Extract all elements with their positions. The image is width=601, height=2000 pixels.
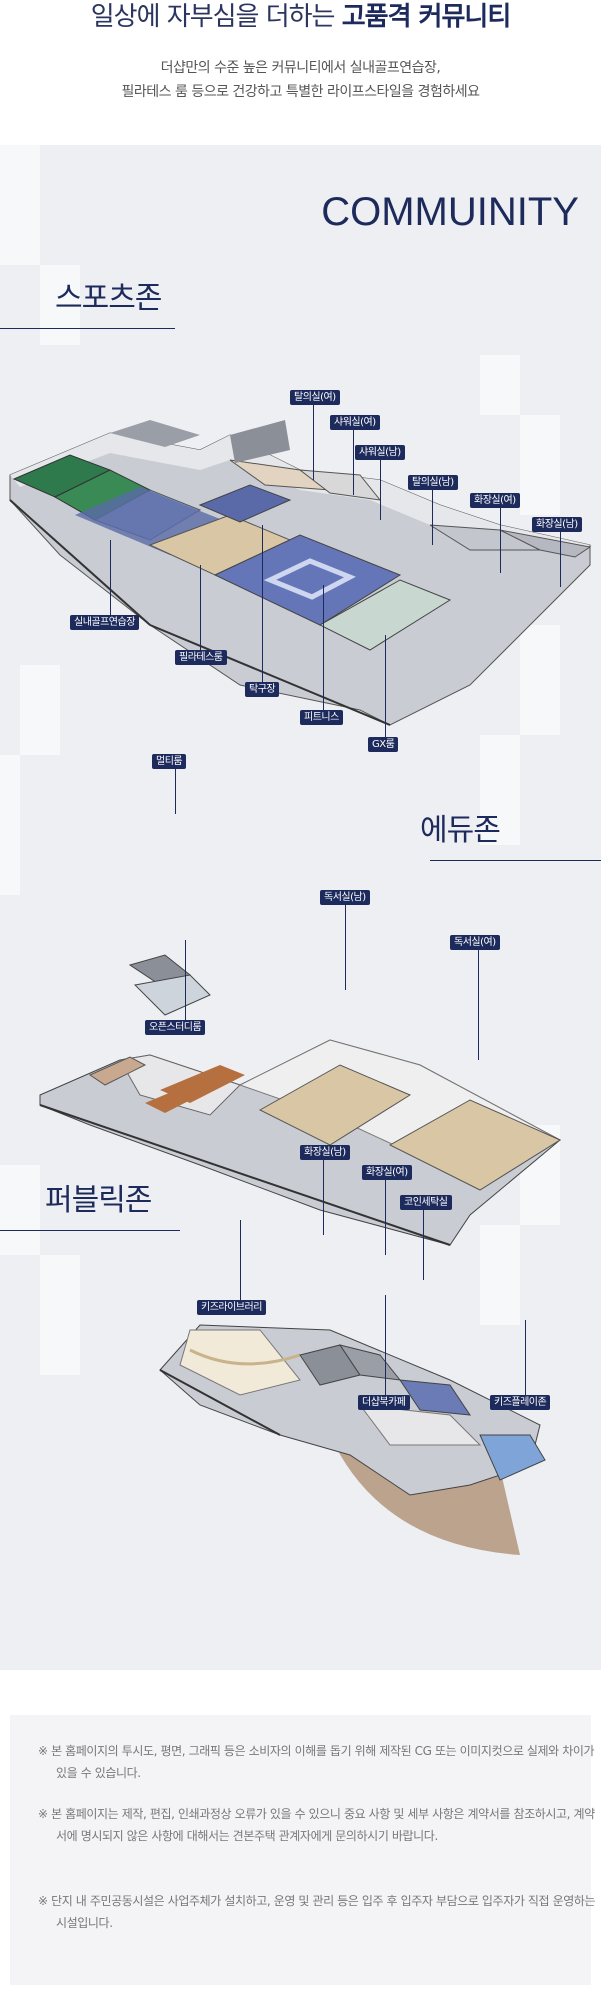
label-table-tennis[interactable]: 탁구장 bbox=[245, 682, 280, 697]
page-title: 일상에 자부심을 더하는 고품격 커뮤니티 bbox=[0, 0, 601, 34]
kids-play-floor bbox=[479, 1434, 546, 1481]
bg-square bbox=[520, 625, 560, 735]
fitness-floor bbox=[213, 534, 402, 626]
leader-line bbox=[323, 585, 324, 710]
zone-title-underline bbox=[0, 328, 175, 329]
wall-edge bbox=[39, 1104, 451, 1246]
subtitle-line-1: 더샵만의 수준 높은 커뮤니티에서 실내골프연습장, bbox=[160, 60, 441, 76]
label-pilates[interactable]: 필라테스룸 bbox=[175, 650, 227, 665]
bg-square bbox=[20, 665, 60, 755]
label-locker-women[interactable]: 탈의실(여) bbox=[290, 390, 340, 405]
leader-line bbox=[525, 1320, 526, 1395]
wall-edge bbox=[159, 1369, 281, 1436]
label-fitness[interactable]: 피트니스 bbox=[300, 710, 343, 725]
label-shower-women[interactable]: 샤워실(여) bbox=[330, 415, 380, 430]
label-kids-library[interactable]: 키즈라이브러리 bbox=[197, 1300, 266, 1315]
label-gx-room[interactable]: GX룸 bbox=[368, 737, 399, 752]
leader-line bbox=[560, 532, 561, 587]
label-shower-men[interactable]: 샤워실(남) bbox=[355, 445, 405, 460]
label-locker-men[interactable]: 탈의실(남) bbox=[408, 475, 458, 490]
label-restroom-men[interactable]: 화장실(남) bbox=[532, 517, 582, 532]
leader-line bbox=[313, 405, 314, 480]
bg-square bbox=[480, 355, 520, 415]
leader-line bbox=[110, 540, 111, 615]
label-public-restroom-women[interactable]: 화장실(여) bbox=[362, 1165, 412, 1180]
side-room bbox=[88, 1056, 147, 1086]
bg-square bbox=[520, 415, 560, 515]
label-public-restroom-men[interactable]: 화장실(남) bbox=[300, 1145, 350, 1160]
bg-square bbox=[480, 735, 520, 845]
title-bold: 고품격 커뮤니티 bbox=[341, 2, 511, 32]
edu-zone-floorplan bbox=[39, 954, 562, 1246]
label-indoor-golf[interactable]: 실내골프연습장 bbox=[70, 615, 139, 630]
zone-title-sports: 스포츠존 bbox=[55, 281, 162, 316]
public-zone-floorplan bbox=[159, 1324, 546, 1555]
zone-title-underline bbox=[430, 860, 601, 861]
label-reading-men[interactable]: 독서실(남) bbox=[320, 890, 370, 905]
leader-line bbox=[323, 1160, 324, 1235]
sports-slab-top bbox=[10, 433, 590, 555]
leader-line bbox=[500, 508, 501, 573]
bg-square bbox=[0, 145, 40, 265]
label-kids-play[interactable]: 키즈플레이존 bbox=[490, 1395, 551, 1410]
fitness-track bbox=[263, 558, 356, 600]
leader-line bbox=[380, 460, 381, 520]
reading-room-men-floor bbox=[258, 1064, 412, 1146]
zone-title-public: 퍼블릭존 bbox=[45, 1183, 152, 1218]
bg-square bbox=[0, 755, 20, 895]
community-heading: COMMUINITY bbox=[321, 190, 579, 234]
disclaimer-note-2: ※ 본 홈페이지는 제작, 편집, 인쇄과정상 오류가 있을 수 있으니 중요 … bbox=[38, 1807, 595, 1843]
bg-square bbox=[40, 265, 80, 345]
label-reading-women[interactable]: 독서실(여) bbox=[450, 935, 500, 950]
library-shelf bbox=[189, 1348, 301, 1366]
subtitle-line-2: 필라테스 룸 등으로 건강하고 특별한 라이프스타일을 경험하세요 bbox=[121, 84, 480, 100]
leader-line bbox=[385, 1180, 386, 1255]
disclaimer-note-3: ※ 단지 내 주민공동시설은 사업주체가 설치하고, 운영 및 관리 등은 입주… bbox=[38, 1894, 596, 1930]
table-tennis-floor bbox=[198, 484, 292, 523]
label-coin-laundry[interactable]: 코인세탁실 bbox=[400, 1195, 452, 1210]
leader-line bbox=[175, 769, 176, 814]
community-map-area: COMMUINITY 스포츠존 bbox=[0, 145, 601, 1670]
gx-room-floor bbox=[318, 579, 452, 651]
leader-line bbox=[200, 565, 201, 650]
disclaimer-box: ※ 본 홈페이지의 투시도, 평면, 그래픽 등은 소비자의 이해를 돕기 위해… bbox=[10, 1715, 596, 1985]
leader-line bbox=[345, 905, 346, 990]
reading-room-women-floor bbox=[388, 1099, 562, 1191]
wall-edge bbox=[9, 499, 151, 626]
sports-zone-floorplan bbox=[9, 420, 592, 726]
title-light: 일상에 자부심을 더하는 bbox=[90, 2, 342, 32]
wall-block bbox=[110, 420, 200, 447]
wall-edge bbox=[149, 624, 391, 726]
disclaimer-note-1: ※ 본 홈페이지의 투시도, 평면, 그래픽 등은 소비자의 이해를 돕기 위해… bbox=[38, 1744, 595, 1780]
label-restroom-women[interactable]: 화장실(여) bbox=[470, 493, 520, 508]
leader-line bbox=[478, 950, 479, 1060]
label-open-study[interactable]: 오픈스터디룸 bbox=[145, 1020, 206, 1035]
label-book-cafe[interactable]: 더샵북카페 bbox=[358, 1395, 410, 1410]
study-table bbox=[145, 1078, 220, 1113]
page-subtitle: 더샵만의 수준 높은 커뮤니티에서 실내골프연습장, 필라테스 룸 등으로 건강… bbox=[0, 56, 601, 104]
bg-square bbox=[40, 1255, 80, 1375]
label-multi-room[interactable]: 멀티룸 bbox=[152, 754, 187, 769]
zone-title-underline bbox=[0, 1230, 180, 1231]
bg-square bbox=[0, 1165, 40, 1255]
disclaimer-section: ※ 본 홈페이지의 투시도, 평면, 그래픽 등은 소비자의 이해를 돕기 위해… bbox=[0, 1670, 601, 2000]
leader-line bbox=[353, 430, 354, 495]
wall-block bbox=[230, 420, 290, 463]
zone-title-edu: 에듀존 bbox=[420, 813, 501, 848]
leader-line bbox=[185, 940, 186, 1020]
leader-line bbox=[240, 1220, 241, 1300]
multi-room-floor bbox=[133, 974, 211, 1016]
bg-square bbox=[480, 1225, 520, 1325]
leader-line bbox=[423, 1210, 424, 1280]
leader-line bbox=[385, 1295, 386, 1395]
leader-line bbox=[385, 635, 386, 737]
leader-line bbox=[262, 525, 263, 682]
hero-section: 일상에 자부심을 더하는 고품격 커뮤니티 더샵만의 수준 높은 커뮤니티에서 … bbox=[0, 0, 601, 145]
leader-line bbox=[432, 490, 433, 545]
coin-laundry-floor bbox=[398, 1379, 472, 1416]
book-cafe-floor bbox=[358, 1404, 482, 1446]
